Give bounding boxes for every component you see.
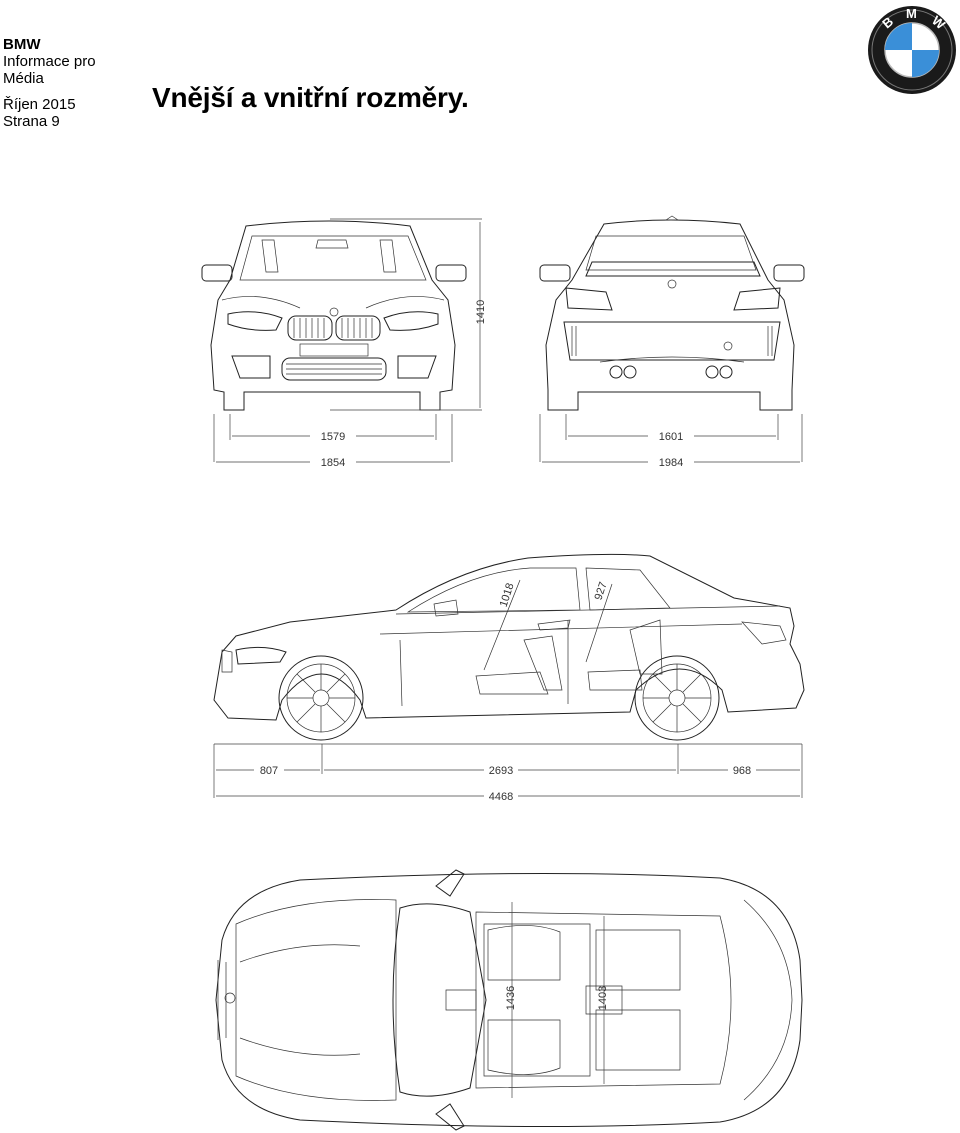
dim-rear-track: 1601 [659,431,683,443]
page-number: Strana 9 [3,113,60,130]
dim-front-track: 1579 [321,431,345,443]
dim-length: 4468 [489,791,513,803]
document-date: Říjen 2015 [3,96,76,113]
top-view-drawing [215,869,803,1131]
logo-letter-m: M [906,6,917,21]
front-rear-dimension-lines [213,218,803,463]
sidebar-line-2: Média [3,70,44,87]
side-dimension-lines [213,743,803,798]
dim-height: 1410 [475,300,487,324]
rear-view-drawing [539,215,805,411]
page-title: Vnější a vnitřní rozměry. [152,82,469,113]
dim-rear-headroom: 927 [593,580,610,601]
dim-front-overhang: 807 [260,765,278,777]
brand-name: BMW [3,36,41,53]
dim-rear-width-mirrors: 1984 [659,457,683,469]
bmw-roundel-icon: B M W [868,6,956,94]
dim-wheelbase: 2693 [489,765,513,777]
dim-rear-shoulder: 1403 [597,986,609,1010]
dim-rear-overhang: 968 [733,765,751,777]
sidebar-line-1: Informace pro [3,53,96,70]
document-sidebar: BMW Informace pro Média Říjen 2015 Stran… [3,36,113,130]
dim-front-width: 1854 [321,457,345,469]
dim-front-shoulder: 1436 [505,986,517,1010]
side-view-drawing [213,553,805,741]
front-view-drawing [201,220,467,411]
